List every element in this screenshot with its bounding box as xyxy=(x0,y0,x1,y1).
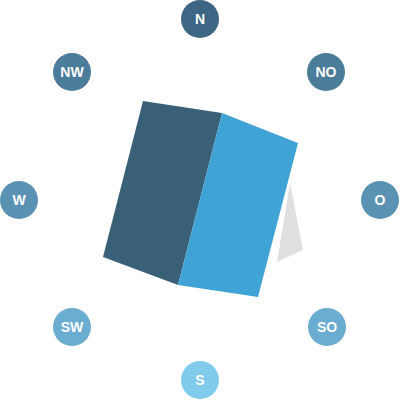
direction-circle: NO xyxy=(307,53,345,91)
direction-label: W xyxy=(12,193,25,207)
direction-label: SO xyxy=(317,320,337,334)
circle-fill xyxy=(307,53,345,91)
direction-circle: SW xyxy=(53,308,91,346)
circle-fill xyxy=(361,181,399,219)
direction-circle: SO xyxy=(308,308,346,346)
direction-label: NO xyxy=(316,65,337,79)
direction-circle: W xyxy=(0,181,38,219)
direction-label: SW xyxy=(61,320,84,334)
circle-fill xyxy=(0,181,38,219)
cube-light-face xyxy=(178,113,298,297)
circle-fill xyxy=(181,361,219,399)
direction-circle: N xyxy=(181,0,219,38)
direction-circle: NW xyxy=(53,53,91,91)
direction-label: NW xyxy=(60,65,83,79)
circle-fill xyxy=(308,308,346,346)
circle-fill xyxy=(181,0,219,38)
circle-fill xyxy=(53,308,91,346)
circle-fill xyxy=(53,53,91,91)
direction-label: N xyxy=(195,12,205,26)
direction-label: O xyxy=(375,193,386,207)
direction-label: S xyxy=(195,373,204,387)
direction-circle: O xyxy=(361,181,399,219)
direction-circle: S xyxy=(181,361,219,399)
